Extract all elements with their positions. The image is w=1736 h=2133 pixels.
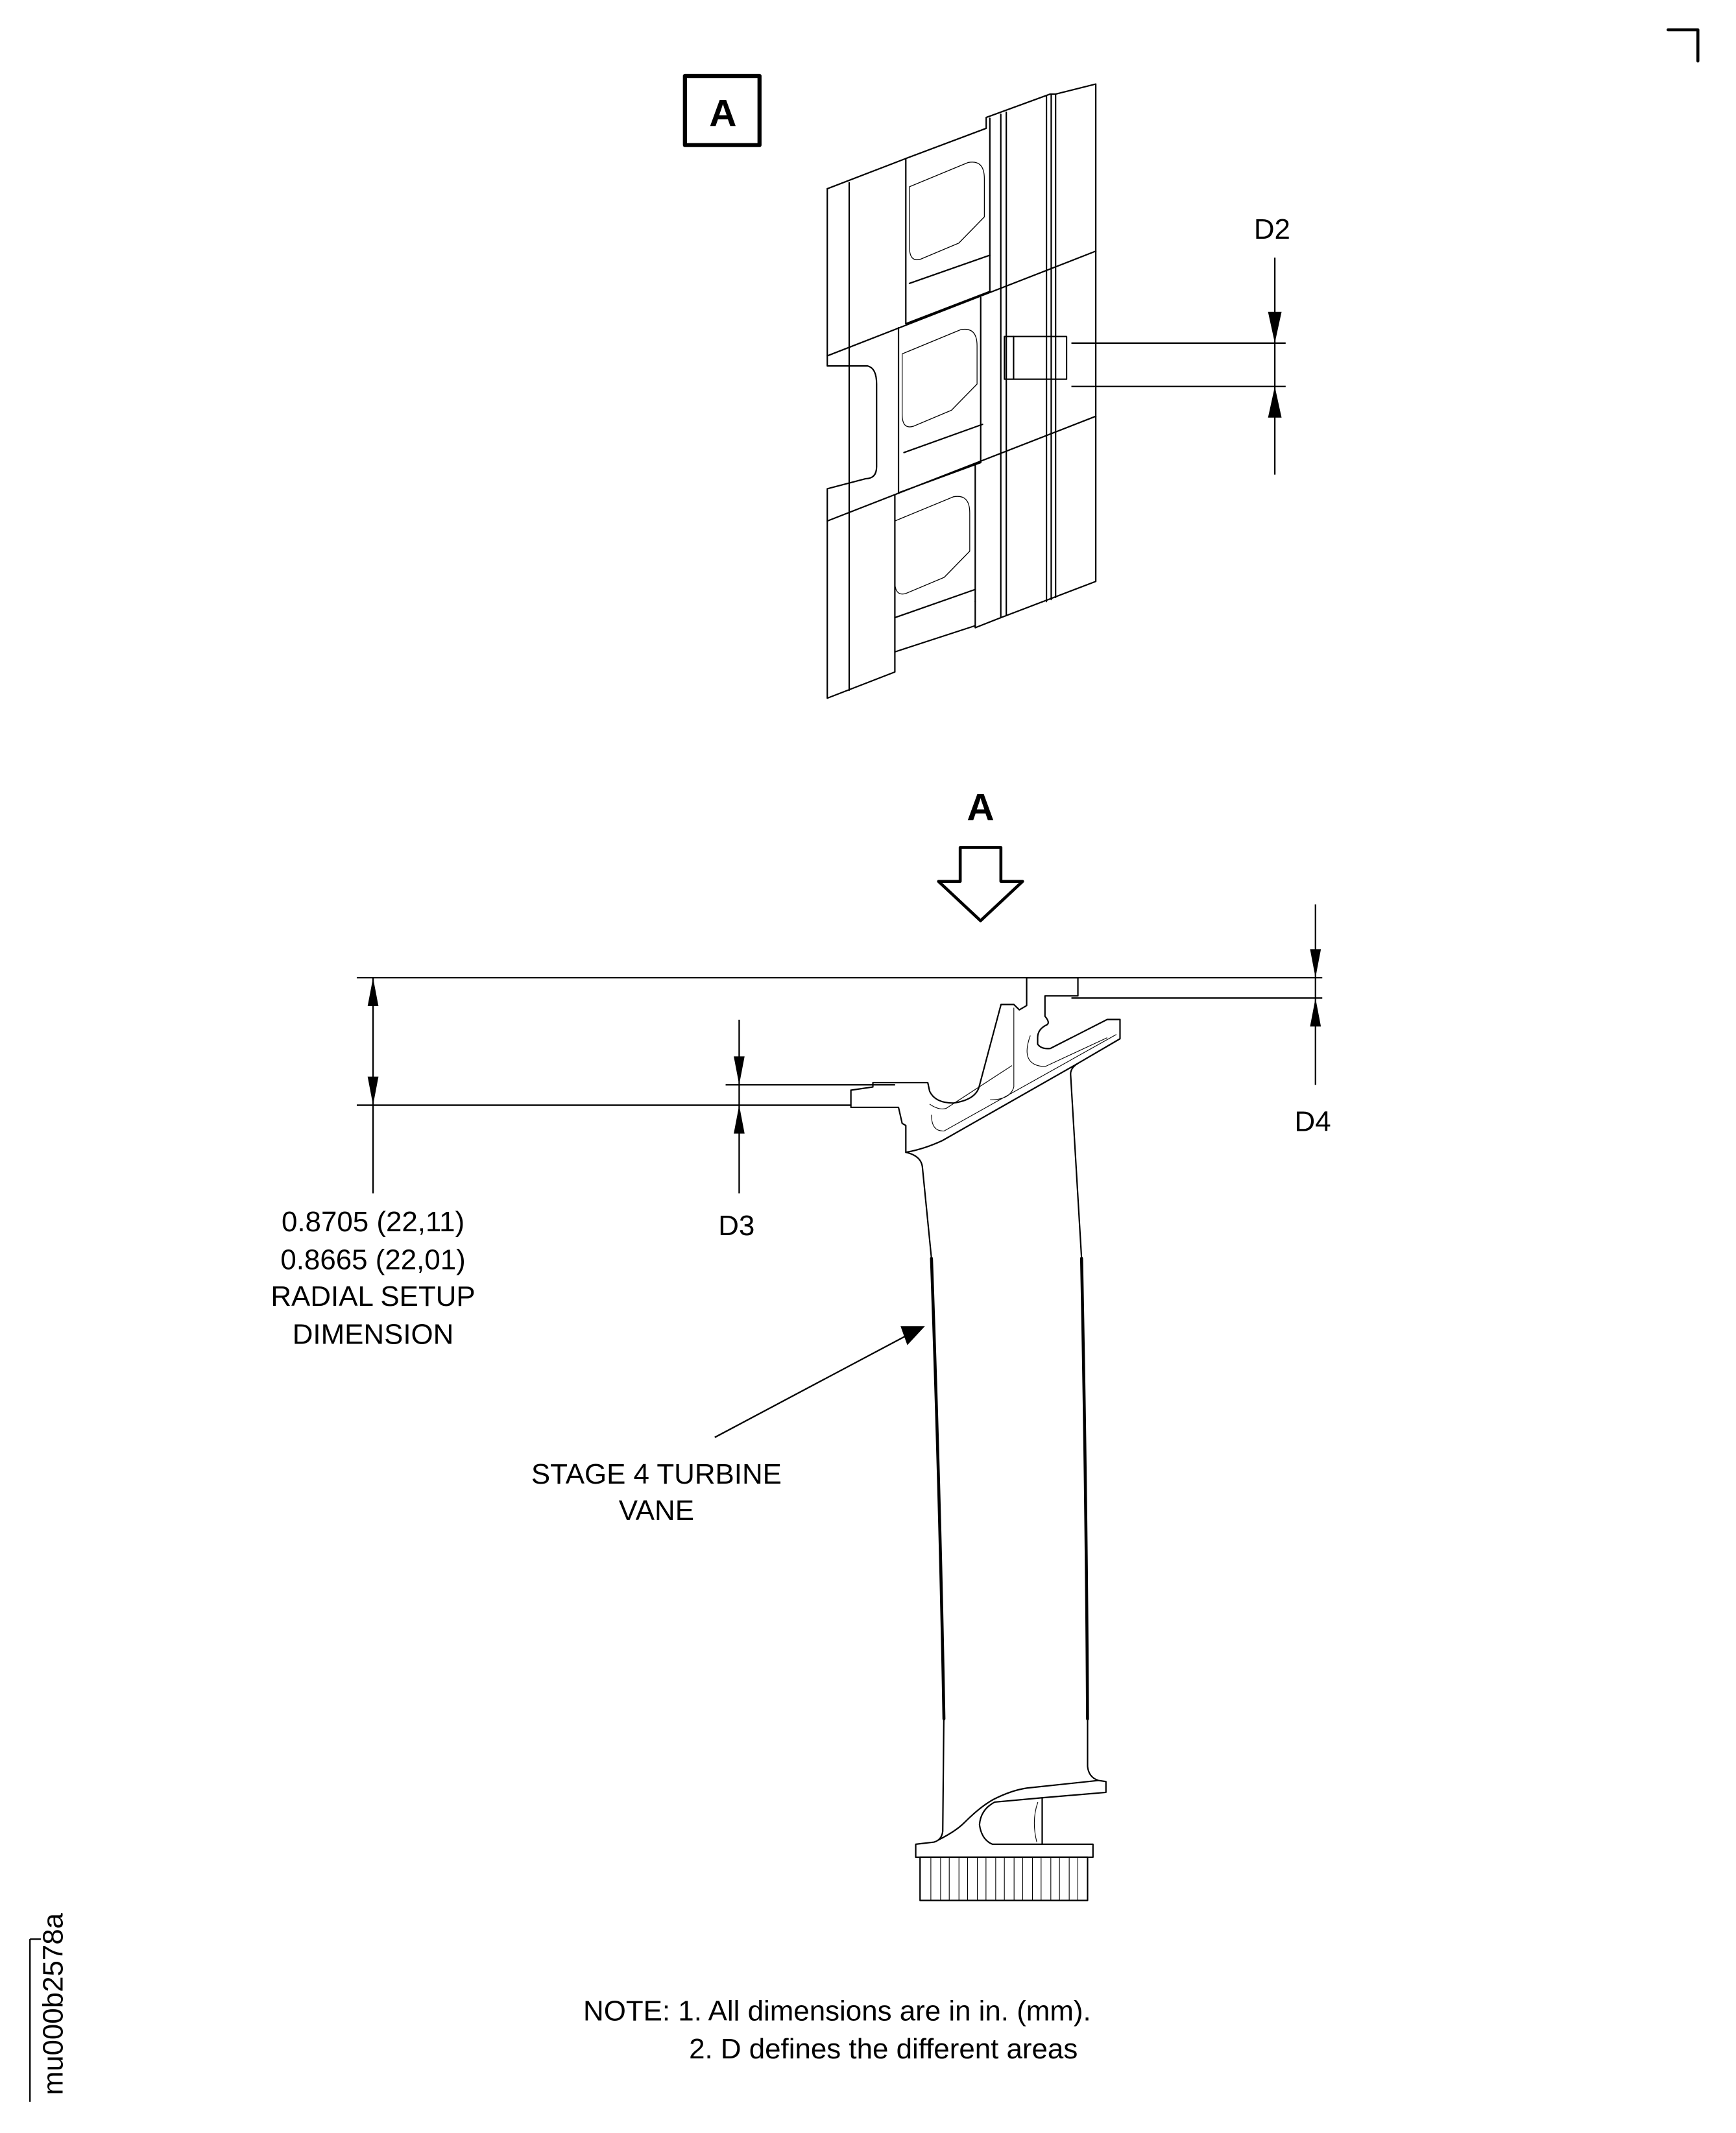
svg-text:DIMENSION: DIMENSION [293,1318,454,1350]
vane-callout: STAGE 4 TURBINE VANE [531,1326,925,1526]
vane-outer-platform [851,978,1120,1259]
dimension-d3: D3 [718,1019,754,1242]
svg-text:D2: D2 [1254,213,1290,245]
svg-text:VANE: VANE [619,1495,694,1526]
view-label-box: A [682,73,762,147]
svg-text:D4: D4 [1295,1105,1331,1137]
svg-text:0.8705 (22,11): 0.8705 (22,11) [282,1206,464,1238]
dimension-d4: D4 [1295,904,1331,1137]
view-arrow-a: A [937,787,1024,922]
svg-text:A: A [967,787,994,829]
vane-airfoil [930,1257,1089,1720]
note-1: NOTE: 1. All dimensions are in in. (mm). [583,1995,1091,2027]
notes: NOTE: 1. All dimensions are in in. (mm).… [583,1995,1091,2066]
corner-mark-top-right [1666,28,1700,63]
figure-id: mu000b2578a [37,1912,69,2095]
svg-text:A: A [709,92,736,134]
hollow-down-arrow-icon [937,846,1024,922]
radial-setup-dimension: 0.8705 (22,11) 0.8665 (22,01) RADIAL SET… [271,978,476,1350]
svg-text:STAGE 4 TURBINE: STAGE 4 TURBINE [531,1458,782,1490]
svg-text:D3: D3 [718,1210,754,1242]
dimension-d2: D2 [1071,213,1290,475]
detail-view-a [827,84,1096,699]
note-2: 2. D defines the different areas [689,2033,1078,2065]
corner-mark-bottom-left [29,1938,41,2102]
vane-inner-platform [916,1719,1106,1901]
svg-text:0.8665 (22,01): 0.8665 (22,01) [280,1244,465,1275]
svg-text:RADIAL SETUP: RADIAL SETUP [271,1281,475,1312]
d2-measurement-block [1004,337,1067,380]
